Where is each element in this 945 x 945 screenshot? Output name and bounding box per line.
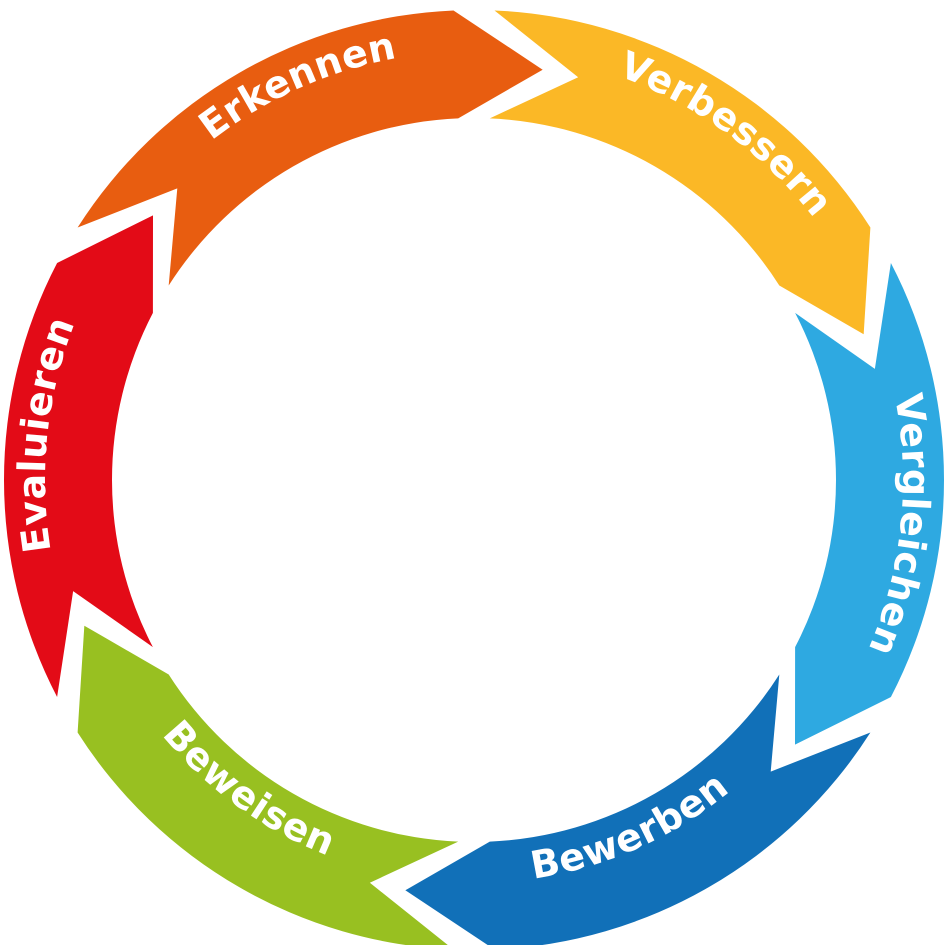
arrow-segment-verbessern [489, 10, 871, 335]
cycle-segment-vergleichen: Vergleichen [795, 262, 945, 745]
cycle-segment-verbessern: Verbessern [489, 10, 871, 335]
arrow-segment-vergleichen [795, 262, 945, 745]
arrow-segment-evaluieren [3, 215, 154, 698]
cycle-segment-evaluieren: Evaluieren [3, 215, 154, 698]
arrow-segment-bewerben [405, 674, 871, 945]
arrow-segment-erkennen [77, 10, 543, 286]
arrow-segment-beweisen [77, 625, 459, 945]
cycle-segment-beweisen: Beweisen [77, 625, 459, 945]
